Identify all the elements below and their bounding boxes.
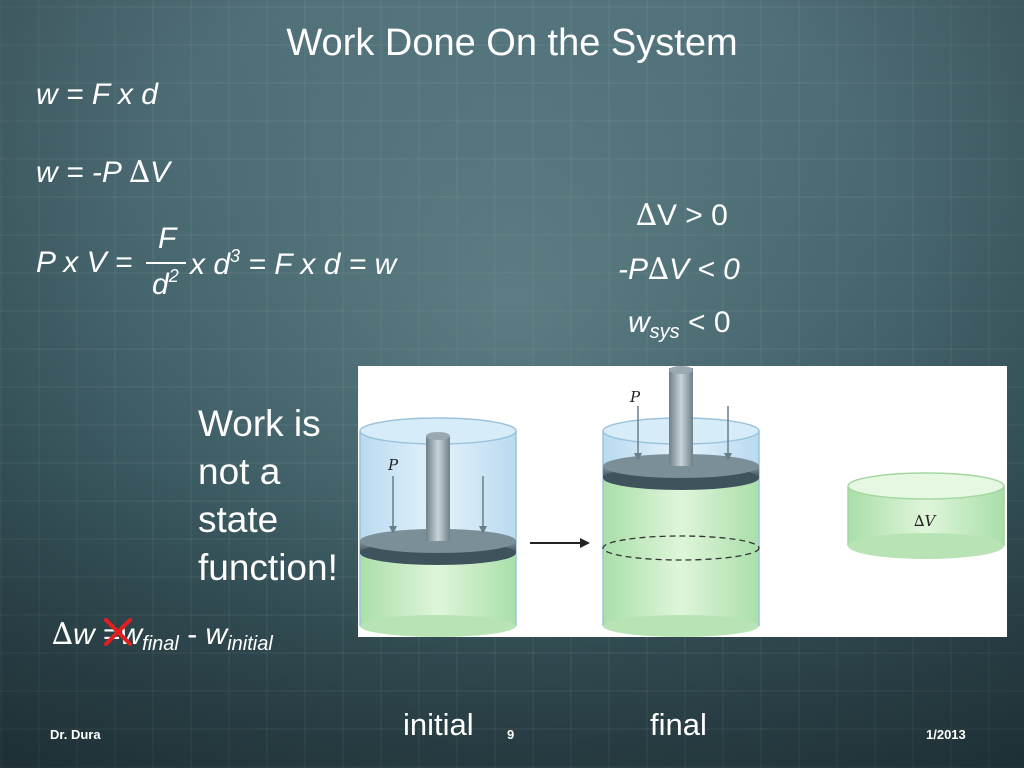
eq3-denominator: d2 [152,266,179,302]
delta-w-equation: ∆w =wfinal - winitial [52,617,273,656]
pressure-label-initial: P [387,456,399,474]
caption-final: final [650,707,707,742]
initial-cylinder: P [359,417,517,637]
delta-symbol: ∆ [52,617,73,652]
eq3-left: P x V = [36,246,133,279]
initial-subscript: initial [227,633,273,655]
equation-work-pressure-volume: w = -P ∆V [36,155,170,190]
condition-prefix: -P [618,253,648,286]
footer-date: 1/2013 [926,727,966,742]
condition-text: V < 0 [668,253,740,286]
eq2-suffix: V [150,156,171,189]
footer-author: Dr. Dura [50,727,101,742]
delta-v-cylinder: ∆V [847,472,1005,559]
condition-text: < 0 [679,306,731,339]
delta-v-label: ∆V [914,512,937,530]
delta-symbol: ∆ [129,155,151,190]
cross-out-icon [104,618,132,646]
eq3-right-text: = F x d = w [248,248,397,281]
w-symbol: w [72,618,95,651]
slide-title: Work Done On the System [286,22,738,64]
condition-neg-p-delta-v: -P∆V < 0 [618,252,740,287]
equation-work-force-distance: w = F x d [36,78,158,111]
eq3-mid-exp: 3 [230,246,241,266]
minus-sign: - [178,618,206,651]
condition-w-sys: wsys < 0 [628,306,731,344]
fraction-bar [146,262,186,264]
w-initial: w [205,618,228,651]
condition-text: V > 0 [656,199,728,232]
state-function-note: Work is not a state function! [198,403,338,588]
delta-symbol: ∆ [636,198,657,233]
page-number: 9 [507,727,515,742]
eq3-numerator: F [158,222,177,255]
condition-delta-v: ∆V > 0 [636,198,728,233]
eq2-prefix: w = -P [36,156,130,189]
sys-subscript: sys [649,321,680,343]
eq3-right: x d3 = F x d = w [190,246,396,282]
piston-cylinder-figure: P P [358,366,1007,637]
eq3-den-exp: 2 [168,266,179,286]
final-subscript: final [142,633,179,655]
caption-initial: initial [403,707,474,742]
eq3-mid-base: x d [190,248,231,281]
w-symbol: w [628,306,650,339]
process-arrow-icon [530,538,590,548]
delta-symbol: ∆ [648,252,669,287]
piston-diagram: P P [359,366,1005,637]
eq3-den-base: d [152,268,169,301]
final-cylinder: P [602,366,760,637]
pressure-label-final: P [629,388,641,406]
